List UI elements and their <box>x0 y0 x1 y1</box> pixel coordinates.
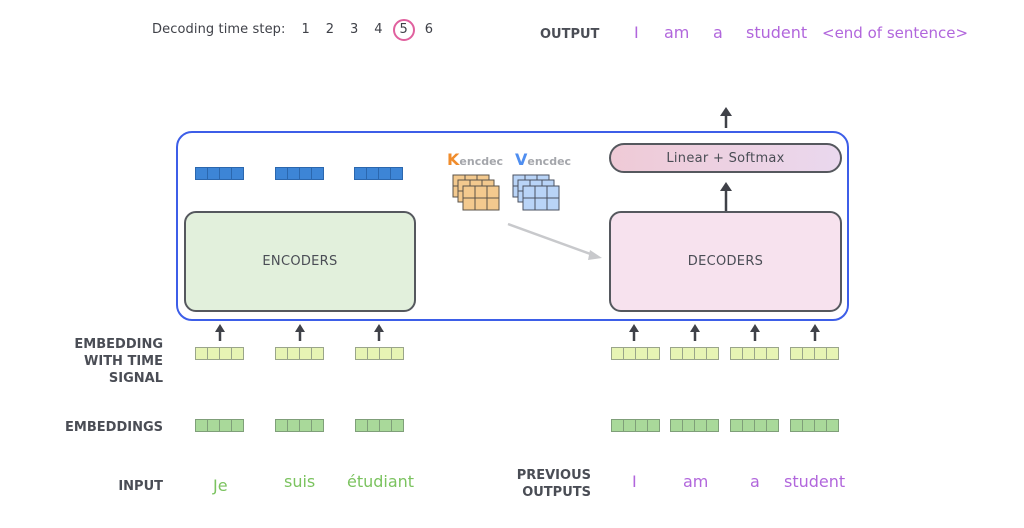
embedding-vector <box>195 419 244 432</box>
previous-output-word: am <box>683 472 709 491</box>
time-signal-vector <box>275 347 324 360</box>
label-line: PREVIOUS <box>516 468 591 483</box>
v-matrices-icon <box>512 174 560 211</box>
output-word: a <box>713 23 723 42</box>
linear-softmax-label: Linear + Softmax <box>666 150 785 166</box>
v-encdec-label: Vencdec <box>515 150 571 169</box>
k-letter: K <box>447 150 460 169</box>
transformer-container <box>176 131 849 321</box>
arrow-up-decoder-inputs <box>629 324 820 341</box>
encoder-output-vector <box>195 167 244 180</box>
time-step-6: 6 <box>424 22 434 37</box>
decoding-time-step: Decoding time step: 1 2 3 4 5 6 <box>152 19 439 41</box>
output-label: OUTPUT <box>540 27 600 42</box>
k-encdec-label: Kencdec <box>447 150 503 169</box>
time-step-label: Decoding time step: <box>152 22 286 37</box>
embedding-vector <box>275 419 324 432</box>
output-word: student <box>746 23 808 42</box>
label-line: WITH TIME <box>84 354 163 369</box>
input-label: INPUT <box>118 479 163 494</box>
previous-output-word: I <box>632 472 637 491</box>
time-signal-vector <box>670 347 719 360</box>
encoder-output-vector <box>275 167 324 180</box>
embedding-time-signal-label: EMBEDDING WITH TIME SIGNAL <box>40 336 163 387</box>
time-signal-vector <box>790 347 839 360</box>
linear-softmax-block: Linear + Softmax <box>609 143 842 173</box>
embedding-vector <box>670 419 719 432</box>
embeddings-label: EMBEDDINGS <box>65 420 163 435</box>
input-word: suis <box>284 472 316 491</box>
input-word: étudiant <box>347 472 415 491</box>
previous-output-word: a <box>750 472 760 491</box>
time-step-4: 4 <box>374 22 383 37</box>
time-step-2: 2 <box>325 22 335 37</box>
time-step-5-current: 5 <box>392 19 415 41</box>
v-letter: V <box>515 150 528 169</box>
input-word: Je <box>213 476 228 495</box>
encoder-output-vector <box>354 167 403 180</box>
previous-outputs-label: PREVIOUS OUTPUTS <box>470 467 591 501</box>
time-step-3: 3 <box>350 22 359 37</box>
decoders-label: DECODERS <box>687 254 764 269</box>
output-word-eos: <end of sentence> <box>822 24 969 42</box>
encoders-label: ENCODERS <box>262 254 338 269</box>
label-line: SIGNAL <box>108 371 163 386</box>
arrow-up-output <box>720 107 732 128</box>
time-signal-vector <box>611 347 660 360</box>
embedding-vector <box>790 419 839 432</box>
arrow-up-encoder-inputs <box>215 324 384 341</box>
time-step-1: 1 <box>301 22 310 37</box>
arrow-kv-to-decoder <box>507 222 602 260</box>
time-signal-vector <box>730 347 779 360</box>
label-line: EMBEDDING <box>74 337 163 352</box>
embedding-vector <box>611 419 660 432</box>
label-line: OUTPUTS <box>522 485 591 500</box>
output-word: am <box>664 23 690 42</box>
k-matrices-icon <box>452 174 500 211</box>
k-subscript: encdec <box>459 155 504 168</box>
v-subscript: encdec <box>527 155 572 168</box>
time-signal-vector <box>195 347 244 360</box>
decoders-block: DECODERS <box>609 211 842 312</box>
time-signal-vector <box>355 347 404 360</box>
embedding-vector <box>355 419 404 432</box>
output-word: I <box>634 23 639 42</box>
previous-output-word: student <box>784 472 846 491</box>
arrow-up-decoder-to-linear <box>720 182 732 211</box>
encoders-block: ENCODERS <box>184 211 416 312</box>
embedding-vector <box>730 419 779 432</box>
